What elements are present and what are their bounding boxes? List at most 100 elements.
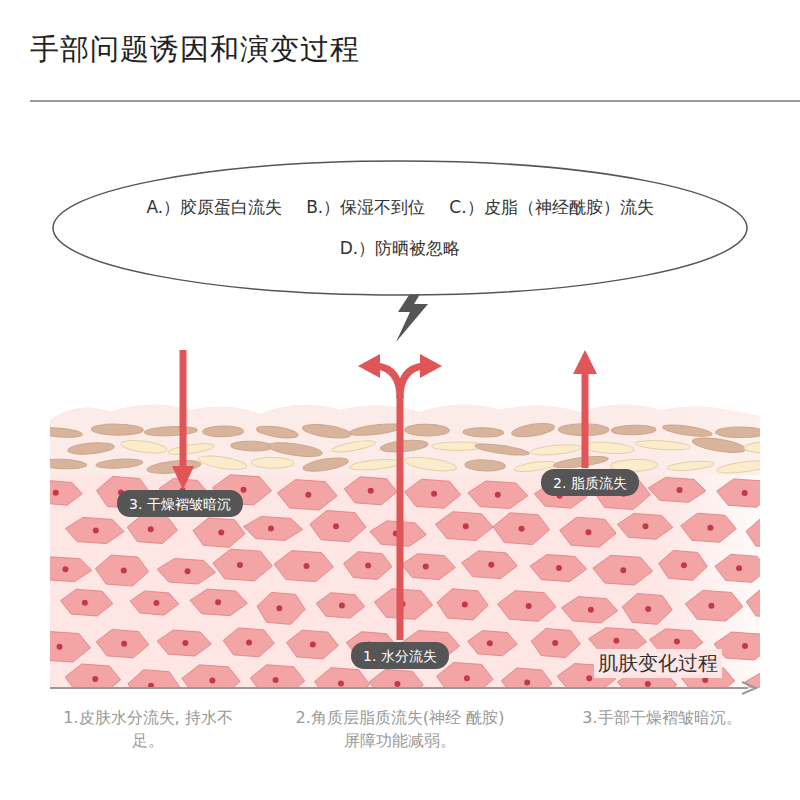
- skin-cell: [250, 665, 304, 695]
- cause-item: C.）皮脂（神经酰胺）流失: [449, 196, 653, 219]
- skin-flake: [268, 440, 323, 459]
- stage-label: 2. 脂质流失: [553, 475, 627, 491]
- cell-nucleus: [215, 599, 221, 605]
- cell-nucleus: [613, 638, 619, 644]
- cell-nucleus: [338, 680, 344, 686]
- down-arrow-shaft: [180, 350, 187, 470]
- skin-cell: [468, 481, 528, 509]
- skin-flake: [231, 441, 274, 452]
- skin-cell: [714, 632, 771, 660]
- skin-cell: [286, 630, 338, 659]
- skin-cell: [462, 551, 518, 579]
- skin-cell: [746, 518, 795, 548]
- skin-cell: [560, 517, 616, 547]
- skin-cell: [65, 517, 123, 543]
- skin-flake: [715, 427, 765, 438]
- cell-nucleus: [237, 562, 243, 568]
- skin-flake: [380, 439, 429, 454]
- skin-cell: [223, 628, 274, 657]
- skin-cell: [310, 511, 366, 542]
- skin-cell: [501, 668, 552, 697]
- skin-cell: [316, 593, 364, 618]
- cell-nucleus: [767, 530, 773, 536]
- cell-nucleus: [57, 644, 63, 650]
- arrowhead: [172, 466, 194, 490]
- skin-cell: [274, 551, 333, 582]
- arrowhead: [573, 350, 597, 374]
- axis-arrowhead: [742, 682, 756, 694]
- skin-cell: [278, 480, 338, 510]
- skin-cell: [659, 550, 708, 580]
- skin-layers: [32, 390, 800, 702]
- skin-cell: [344, 477, 397, 505]
- skin-flake: [144, 426, 197, 437]
- skin-cell: [437, 662, 493, 694]
- skin-cell: [648, 477, 706, 502]
- skin-flake: [38, 458, 87, 469]
- skin-cell: [681, 513, 736, 542]
- skin-cell: [32, 481, 82, 506]
- ellipse-shape: [53, 161, 747, 295]
- cell-nucleus: [495, 492, 501, 498]
- cell-nucleus: [707, 525, 713, 531]
- cell-nucleus: [310, 642, 316, 648]
- skin-cell: [128, 670, 179, 702]
- skin-cell: [315, 668, 370, 700]
- cell-nucleus: [674, 639, 680, 645]
- skin-cell: [715, 554, 768, 582]
- cell-nucleus: [431, 491, 437, 497]
- skin-flake: [349, 458, 401, 472]
- skin-cell: [531, 628, 580, 657]
- skin-flake: [716, 458, 772, 475]
- cell-nucleus: [93, 528, 99, 534]
- skin-cell: [402, 554, 456, 580]
- cell-nucleus: [519, 526, 525, 532]
- cell-nucleus: [463, 523, 469, 529]
- skin-flake: [744, 440, 796, 453]
- cell-nucleus: [339, 602, 345, 608]
- skin-cell: [34, 557, 92, 582]
- cell-nucleus: [552, 640, 558, 646]
- cell-nucleus: [121, 568, 127, 574]
- skin-cell: [193, 518, 245, 547]
- skin-flake: [405, 424, 450, 437]
- cell-nucleus: [770, 681, 776, 687]
- skin-cell: [190, 589, 247, 616]
- title-rule: [30, 100, 800, 102]
- skin-flake: [662, 423, 713, 439]
- cell-nucleus: [182, 640, 188, 646]
- skin-cell: [96, 630, 149, 658]
- stage-pill: 2. 脂质流失: [541, 469, 639, 496]
- skin-flake: [349, 422, 403, 438]
- cell-nucleus: [185, 568, 191, 574]
- cell-nucleus: [702, 677, 708, 683]
- skin-cell: [530, 555, 586, 582]
- cell-nucleus: [240, 487, 246, 493]
- cell-nucleus: [368, 488, 374, 494]
- skin-flake: [197, 453, 247, 472]
- cell-nucleus: [708, 603, 714, 609]
- skin-flake: [530, 443, 582, 457]
- skin-cell: [745, 672, 800, 697]
- cell-nucleus: [268, 525, 274, 531]
- axis-label: 肌肤变化过程: [594, 649, 722, 678]
- cell-nucleus: [462, 601, 468, 607]
- stage-caption: 2.角质层脂质流失(神经 酰胺)屏障功能减弱。: [293, 706, 508, 752]
- stage-caption: 3.手部干燥褶皱暗沉。: [562, 706, 762, 729]
- skin-cell: [213, 549, 272, 581]
- skin-flake: [302, 455, 349, 473]
- cause-item: A.）胶原蛋白流失: [146, 196, 282, 219]
- cell-nucleus: [742, 490, 748, 496]
- skin-flake: [120, 438, 167, 455]
- cell-nucleus: [677, 487, 683, 493]
- up-arrow-shaft: [582, 372, 589, 468]
- skin-flake: [37, 426, 82, 438]
- skin-flake: [667, 460, 714, 473]
- cause-ellipse: A.）胶原蛋白流失B.）保湿不到位C.）皮脂（神经酰胺）流失D.）防晒被忽略: [52, 160, 748, 296]
- skin-cell: [32, 632, 90, 663]
- skin-flake: [582, 440, 635, 455]
- skin-flakes: [37, 421, 795, 476]
- cell-nucleus: [218, 530, 224, 536]
- cell-nucleus: [62, 566, 68, 572]
- skin-cell: [257, 592, 305, 624]
